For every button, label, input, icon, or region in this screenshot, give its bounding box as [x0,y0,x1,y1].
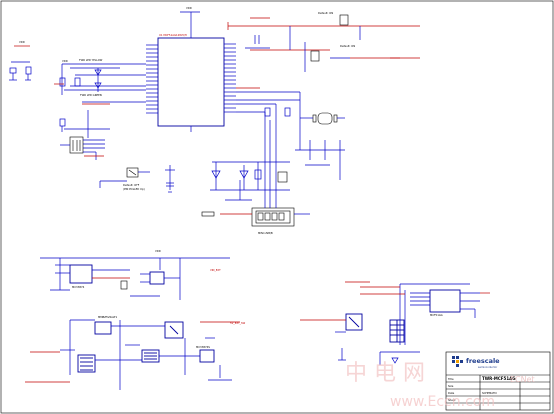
svg-text:5V_EXT_SW: 5V_EXT_SW [230,321,246,325]
svg-text:VDD: VDD [62,59,68,63]
board-name: TWR-MCF51AG [482,376,515,381]
mcu-block: U1 MCF51AG128VQH VDD [146,6,236,132]
usb-connector: MINI-USB/B [220,103,310,235]
title-block-line: SCHEMATIC [482,391,497,395]
svg-text:MC33874: MC33874 [72,285,85,289]
tbl-green-label: TWR LED GREEN [80,93,102,97]
led-network: TWR LED YELLOW TWR LED GREEN VDD [54,58,146,105]
svg-text:Date: Date [448,391,455,395]
top-right-regulator: Default: ON Default: ON [227,11,420,72]
pin-populated-text: (PIN POLLED Up) [123,187,145,191]
watermark-small: ECNet [510,375,535,384]
mcu-body [157,37,225,127]
title-block: freescale semiconductor TWR-MCF51AG SCHE… [445,351,551,411]
bottom-left-power: MC33874 VDD VIN_EXT [40,249,230,300]
svg-text:VDD: VDD [155,249,161,253]
refdes-reg-text: MMBZ5V6ALT1 [98,315,118,319]
usb-connector-label: MINI-USB/B [258,231,273,235]
bottom-left-transistors: MMBZ5V6ALT1 5V_EXT_SW MC33874S [25,315,246,390]
mcu-ref-label: U1 MCF51AG128VQH [159,33,187,37]
tbl-yellow-label: TWR LED YELLOW [79,58,103,62]
svg-text:Default: ON: Default: ON [340,44,355,48]
svg-text:VIN_EXT: VIN_EXT [210,268,221,272]
eccn-watermark: 中 电 网 www.Eccn.com ECNet [345,361,535,410]
crystal-section [236,87,345,180]
default-off-switch: Default: OFF (PIN POLLED Up) [99,165,175,193]
freescale-logo: freescale semiconductor [452,356,500,369]
bottom-right-ic: MCF51AG [300,281,490,365]
bdm-header [59,110,110,160]
logo-text: freescale [466,357,500,365]
svg-text:VDD: VDD [19,40,25,44]
watermark-url: www.Eccn.com [390,394,495,410]
svg-text:Title: Title [448,377,454,381]
mc-tag-text: MC33874S [196,345,210,349]
svg-text:VDD: VDD [186,6,192,10]
center-components [201,161,290,217]
default-off-text: Default: OFF [123,183,140,187]
svg-text:Default: ON: Default: ON [318,11,333,15]
svg-text:Sheet: Sheet [448,398,456,402]
svg-text:MCF51AG: MCF51AG [430,313,443,317]
svg-text:Size: Size [448,384,454,388]
top-left-power: VDD [9,40,32,81]
watermark-cn: 中 电 网 [345,361,425,386]
logo-tagline: semiconductor [478,365,498,369]
